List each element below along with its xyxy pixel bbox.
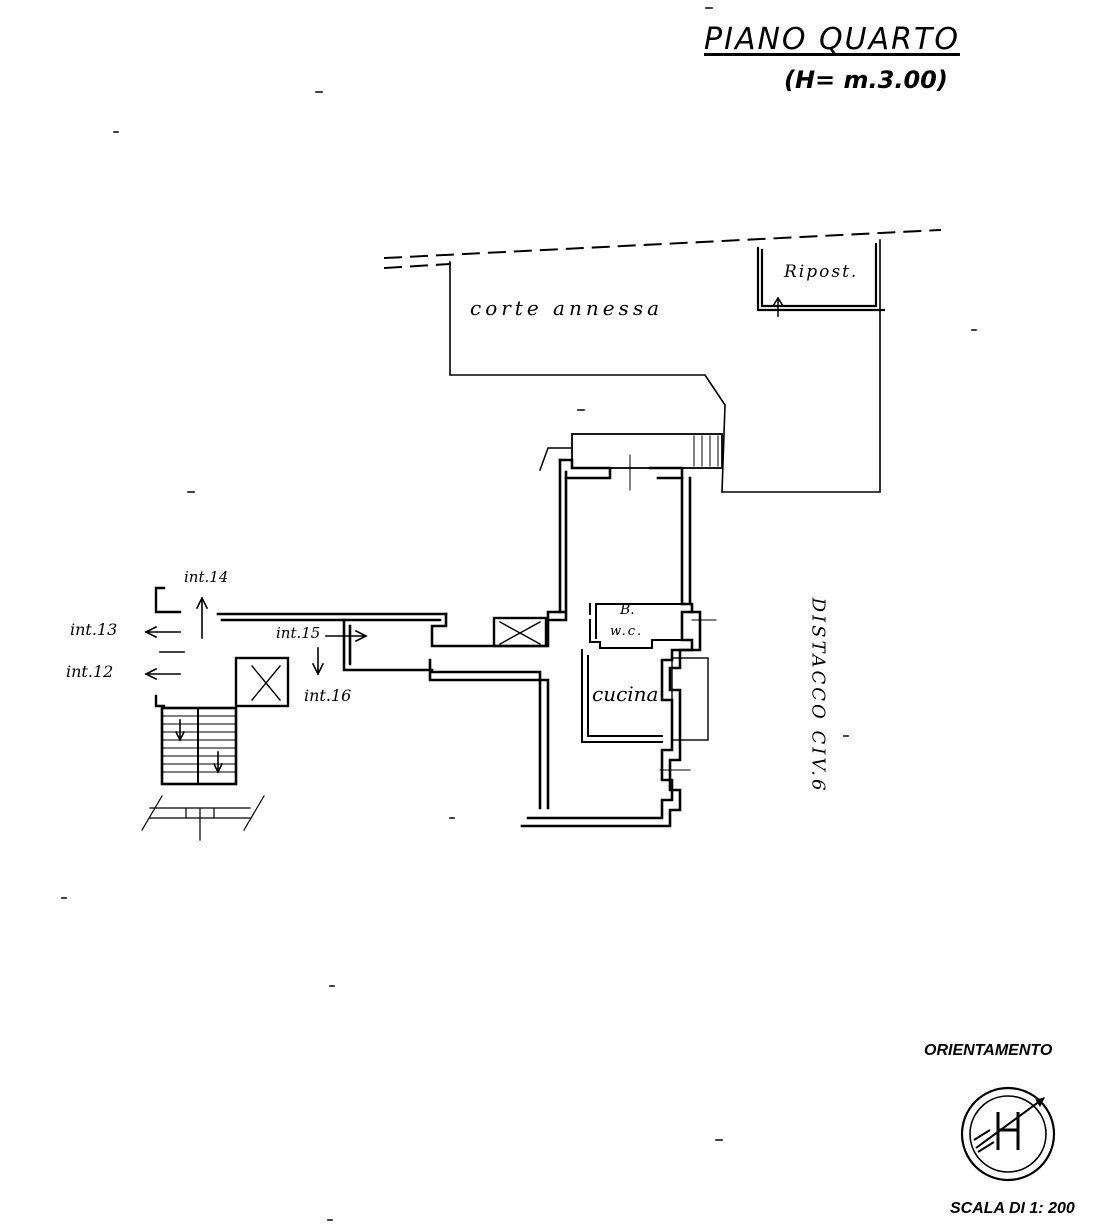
balcony-notch <box>539 447 573 471</box>
facade-ticks <box>629 454 717 771</box>
corridor-arrows <box>144 596 368 681</box>
bathroom-b-label: B. <box>620 602 635 618</box>
scan-specks <box>61 7 977 1221</box>
unit-12-label: int.12 <box>66 662 114 681</box>
bathroom-wc-label: w.c. <box>610 624 644 639</box>
unit-16-label: int.16 <box>304 686 352 705</box>
storage-door-arrow <box>771 296 785 317</box>
storage-label: Ripost. <box>784 262 859 282</box>
stairwell <box>141 706 265 841</box>
distance-note: DISTACCO CIV.6 <box>807 597 829 794</box>
scale-label: SCALA DI 1: 200 <box>950 1200 1075 1217</box>
window-box <box>671 657 709 741</box>
sheet-title: PIANO QUARTO <box>704 22 960 57</box>
bathroom-walls <box>589 603 683 649</box>
ceiling-height-note: (H= m.3.00) <box>784 66 948 94</box>
unit-15-label: int.15 <box>276 624 321 642</box>
balcony-strip <box>571 433 723 469</box>
orientation-label: ORIENTAMENTO <box>924 1042 1053 1059</box>
unit-13-label: int.13 <box>70 620 118 639</box>
balcony-railing <box>693 435 719 467</box>
storage-room-outline <box>756 242 886 312</box>
unit-14-label: int.14 <box>184 568 229 586</box>
courtyard-outline <box>449 239 881 493</box>
elevator-shaft-right <box>492 616 548 648</box>
kitchen-label: cucina <box>592 682 659 706</box>
boundary-dashed-line <box>383 228 942 270</box>
elevator-shaft-left <box>234 656 290 708</box>
compass-icon <box>960 1086 1056 1182</box>
corridor-corner-marks <box>154 586 182 708</box>
courtyard-label: corte annessa <box>470 296 664 320</box>
apartment-walls <box>216 458 702 828</box>
kitchen-walls <box>581 649 663 743</box>
